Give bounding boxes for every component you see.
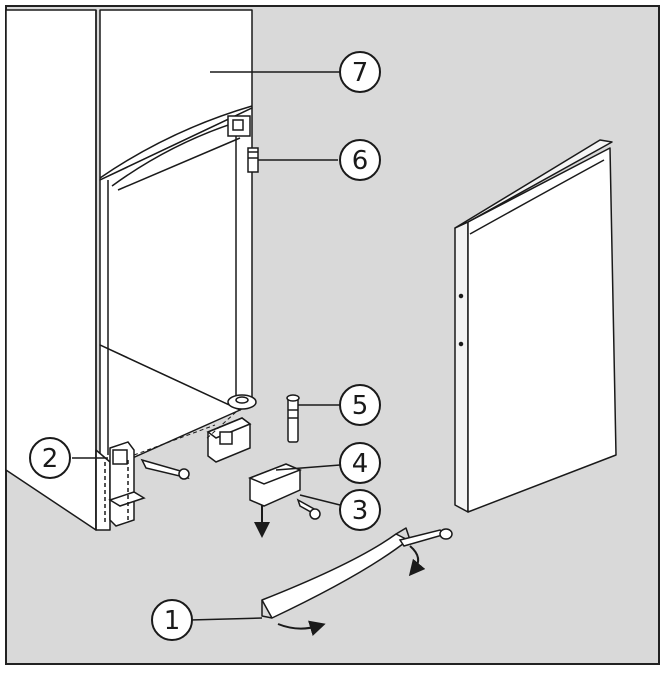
callout-5-label: 5 [352,391,369,421]
leader-lines [72,71,341,621]
callout-7: 7 [339,51,381,93]
hinge-pin [286,394,300,443]
door-top-edge [454,139,613,229]
rotate-arrow-left [277,620,326,636]
callout-3: 3 [339,489,381,531]
callout-1-label: 1 [164,606,181,636]
screwdriver-icon [398,528,453,547]
callout-4: 4 [339,442,381,484]
refrigerator-door [454,139,617,513]
pivot-plate [204,394,257,441]
fridge-cabinet [5,9,253,531]
top-hinge [227,115,259,173]
callout-6: 6 [339,139,381,181]
cabinet-lower-front [95,449,111,531]
callout-1: 1 [151,599,193,641]
callout-6-label: 6 [352,146,369,176]
hinge-screw [296,498,321,520]
lower-hinge-bracket [104,424,216,527]
callout-2: 2 [29,437,71,479]
callout-2-label: 2 [42,444,59,474]
rotate-arrow-right [408,545,426,577]
callout-7-label: 7 [352,58,369,88]
door-front-panel [467,147,617,513]
hinge-screw-left [140,458,190,480]
callout-4-label: 4 [352,449,369,479]
callout-5: 5 [339,384,381,426]
bearing-block [206,417,252,463]
callout-3-label: 3 [352,496,369,526]
door-side-edge [454,221,469,513]
